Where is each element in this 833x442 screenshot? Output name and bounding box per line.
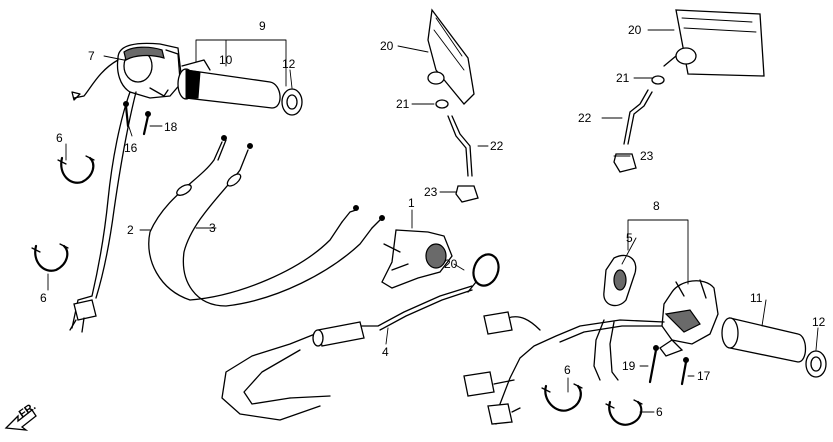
band-clip-upper-left (57, 155, 95, 184)
callout-21-left: 21 (396, 97, 410, 111)
callout-5: 5 (626, 231, 633, 245)
callout-12-top: 12 (282, 57, 296, 71)
mirror-right-adaptor (613, 153, 637, 173)
callout-16: 16 (124, 141, 138, 155)
callout-8: 8 (653, 199, 660, 213)
callout-1: 1 (408, 196, 415, 210)
mirror-right-nut (651, 75, 665, 85)
band-clip-lower-left (31, 243, 69, 272)
mirror-left-nut (435, 99, 449, 109)
switch-lead-4 (221, 285, 473, 421)
grip-end-right (805, 350, 827, 378)
left-switch-housing (659, 279, 719, 357)
throttle-cable-3 (182, 143, 385, 307)
wire-clamp (467, 253, 500, 293)
mirror-left (427, 8, 475, 105)
throttle-cable-2 (148, 135, 359, 301)
throttle-grip (177, 59, 281, 109)
bracket-1 (381, 229, 453, 289)
callout-23-left: 23 (424, 185, 438, 199)
callout-17: 17 (697, 369, 711, 383)
band-clip-right (605, 399, 643, 426)
callout-6-lower-left: 6 (40, 291, 47, 305)
callout-10: 10 (219, 53, 233, 67)
callout-3: 3 (209, 221, 216, 235)
callout-4: 4 (382, 345, 389, 359)
screw-16 (123, 101, 130, 128)
callout-2: 2 (127, 223, 134, 237)
left-switch-wires (463, 311, 665, 425)
callout-20-right-mirror: 20 (628, 23, 642, 37)
throttle-housing (116, 42, 183, 99)
mirror-left-adaptor (455, 185, 479, 203)
callout-6-right: 6 (656, 405, 663, 419)
callout-11: 11 (750, 291, 763, 305)
mirror-right-stem (623, 89, 653, 145)
mirror-right (663, 9, 765, 77)
leader-lines (47, 29, 819, 413)
callout-19: 19 (622, 359, 636, 373)
screw-17 (680, 357, 689, 386)
callout-6-center: 6 (564, 363, 571, 377)
callout-18: 18 (164, 120, 178, 134)
callout-9: 9 (259, 19, 266, 33)
callout-20-center: 20 (444, 257, 458, 271)
callout-12-right: 12 (812, 315, 826, 329)
throttle-switch-wires (69, 59, 137, 333)
left-grip (721, 317, 807, 363)
callout-7: 7 (88, 49, 95, 63)
grip-end-top (281, 88, 303, 116)
callout-21-right: 21 (616, 71, 630, 85)
callout-20-left-mirror: 20 (380, 39, 394, 53)
mirror-left-stem (447, 115, 473, 177)
band-clip-center (541, 383, 583, 412)
callout-22-left: 22 (490, 139, 504, 153)
screw-18 (142, 111, 151, 136)
callout-6-upper-left: 6 (56, 131, 63, 145)
callout-22-right: 22 (578, 111, 592, 125)
screw-19 (648, 345, 659, 384)
callout-23-right: 23 (640, 149, 654, 163)
front-direction-arrow (4, 409, 37, 431)
switch-plate-5 (603, 254, 637, 307)
